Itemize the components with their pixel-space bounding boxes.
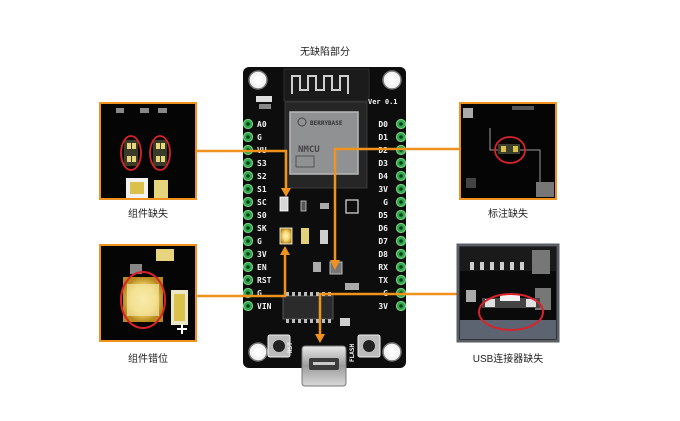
- right-pin-label: D3: [378, 159, 388, 168]
- page-title: 无缺陷部分: [300, 47, 350, 58]
- left-pin-hole: [246, 200, 250, 204]
- left-pin-hole: [246, 187, 250, 191]
- callout-missing-component: [99, 102, 197, 200]
- right-pin-label: RX: [378, 263, 388, 272]
- left-pin-hole: [246, 265, 250, 269]
- right-pin-label: 3V: [378, 302, 388, 311]
- left-pin-label: S1: [257, 185, 267, 194]
- right-pin-label: D1: [378, 133, 388, 142]
- module-brand: BERRYBASE: [310, 120, 343, 127]
- right-pin-hole: [399, 239, 403, 243]
- right-pin-hole: [399, 278, 403, 282]
- right-pin-label: TX: [378, 276, 388, 285]
- callout-label-misaligned-component: 组件错位: [128, 354, 168, 365]
- flash-button-label: FLASH: [349, 344, 356, 362]
- rst-button-label: RST: [287, 342, 294, 353]
- right-pin-label: D4: [378, 172, 388, 181]
- left-pin-label: S3: [257, 159, 267, 168]
- left-pin-hole: [246, 135, 250, 139]
- right-pin-hole: [399, 213, 403, 217]
- left-pin-hole: [246, 226, 250, 230]
- left-pin-label: G: [257, 133, 262, 142]
- right-pin-hole: [399, 226, 403, 230]
- left-pin-label: S2: [257, 172, 267, 181]
- right-pin-label: D7: [378, 237, 388, 246]
- right-pin-label: G: [383, 198, 388, 207]
- right-pin-label: 3V: [378, 185, 388, 194]
- left-pin-label: G: [257, 289, 262, 298]
- right-pin-label: D0: [378, 120, 388, 129]
- left-pin-label: EN: [257, 263, 267, 272]
- right-pin-hole: [399, 187, 403, 191]
- callout-missing-usb-connector: [456, 243, 560, 343]
- right-pin-label: D5: [378, 211, 388, 220]
- left-pin-hole: [246, 174, 250, 178]
- left-pin-label: S0: [257, 211, 267, 220]
- right-pin-hole: [399, 135, 403, 139]
- left-pin-hole: [246, 252, 250, 256]
- left-pin-label: G: [257, 237, 262, 246]
- right-pin-hole: [399, 174, 403, 178]
- left-pin-hole: [246, 122, 250, 126]
- right-pin-hole: [399, 200, 403, 204]
- left-pin-label: SC: [257, 198, 267, 207]
- right-pin-hole: [399, 122, 403, 126]
- right-pin-label: D2: [378, 146, 388, 155]
- left-pin-hole: [246, 239, 250, 243]
- callout-label-missing-usb-connector: USB连接器缺失: [472, 354, 544, 365]
- left-pin-label: SK: [257, 224, 267, 233]
- left-pin-hole: [246, 291, 250, 295]
- callout-missing-marking: [459, 102, 557, 200]
- right-pin-label: D6: [378, 224, 388, 233]
- callout-misaligned-component: [99, 244, 197, 342]
- left-pin-label: A0: [257, 120, 267, 129]
- left-pin-label: VIN: [257, 302, 272, 311]
- version-label: Ver 0.1: [368, 98, 398, 106]
- right-pin-hole: [399, 252, 403, 256]
- module-name: NMCU: [298, 145, 320, 155]
- callout-label-missing-component: 组件缺失: [128, 209, 168, 220]
- left-pin-hole: [246, 213, 250, 217]
- left-pin-hole: [246, 161, 250, 165]
- left-pin-hole: [246, 304, 250, 308]
- right-pin-label: D8: [378, 250, 388, 259]
- left-pin-label: 3V: [257, 250, 267, 259]
- right-pin-hole: [399, 265, 403, 269]
- nodemcu-board: BERRYBASE NMCU Ver 0.1 RST FLASH: [242, 67, 407, 387]
- callout-label-missing-marking: 标注缺失: [488, 209, 528, 220]
- leader-lines: [197, 147, 460, 343]
- left-pin-hole: [246, 278, 250, 282]
- left-pin-label: RST: [257, 276, 272, 285]
- right-pin-hole: [399, 161, 403, 165]
- right-pin-hole: [399, 304, 403, 308]
